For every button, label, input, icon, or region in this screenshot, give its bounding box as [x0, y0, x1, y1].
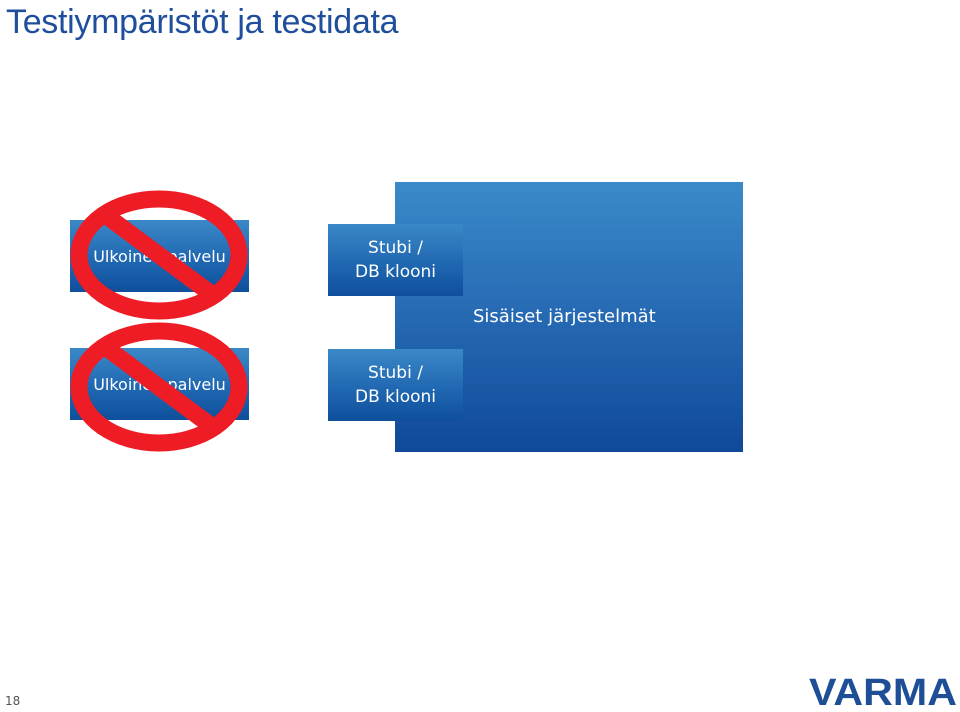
- page-number: 18: [5, 694, 21, 708]
- internal-systems-label: Sisäiset järjestelmät: [473, 306, 656, 327]
- varma-logo: VARMA: [809, 672, 957, 710]
- prohibition-icon: [70, 322, 248, 452]
- logo-text: VARMA: [809, 672, 957, 710]
- slide-title: Testiympäristöt ja testidata: [6, 3, 399, 41]
- prohibition-icon: [70, 190, 248, 320]
- stub-db-clone-box: Stubi / DB klooni: [328, 224, 463, 296]
- stub-db-clone-box: Stubi / DB klooni: [328, 349, 463, 421]
